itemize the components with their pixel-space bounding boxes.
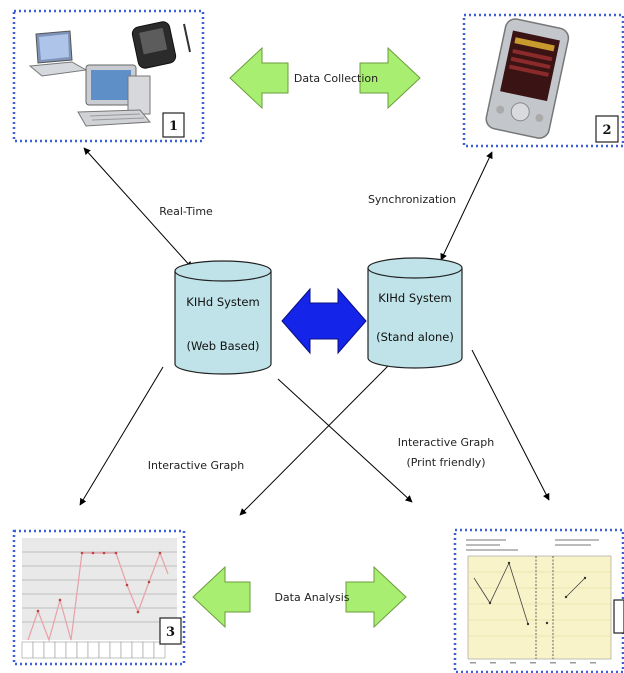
pocket-pc-icon <box>485 18 570 139</box>
data-collection-label: Data Collection <box>294 72 378 85</box>
web-cylinder-title: KIHd System <box>186 295 259 309</box>
data-analysis-arrows: Data Analysis <box>192 565 407 629</box>
standalone-to-graph-connector <box>239 365 389 516</box>
box-number-3: 3 <box>166 625 175 640</box>
standalone-to-print-connector <box>471 349 550 501</box>
kihd-web-cylinder: KIHd System (Web Based) <box>174 260 272 375</box>
connectors <box>79 147 550 516</box>
desktop-computer-icon <box>77 64 152 127</box>
synchronization-label: Synchronization <box>368 193 456 206</box>
print-graph-line-1 <box>473 561 529 625</box>
pda-icon <box>131 21 191 69</box>
box-number-1: 1 <box>169 119 178 134</box>
green-left-arrow <box>229 46 289 110</box>
standalone-cylinder-title: KIHd System <box>378 291 451 305</box>
real-time-label: Real-Time <box>159 205 213 218</box>
devices-box: 1 <box>12 9 205 143</box>
web-cylinder-subtitle: (Web Based) <box>186 339 259 353</box>
graph-points <box>36 551 162 614</box>
interactive-graph-box: 3 <box>12 529 186 666</box>
green-right-arrow <box>345 565 407 629</box>
interactive-graph-left-label: Interactive Graph <box>148 459 245 472</box>
box-number-frame <box>613 599 624 634</box>
pocket-pc-box: 2 <box>462 13 624 148</box>
box-number-frame <box>162 112 185 138</box>
blue-double-arrow <box>281 287 367 355</box>
web-to-graph-connector <box>79 366 164 506</box>
box-number-frame <box>595 115 619 143</box>
web-to-print-connector <box>277 378 413 503</box>
box-number-2: 2 <box>602 123 611 138</box>
laptop-icon <box>28 30 88 77</box>
box-number-frame <box>159 617 182 645</box>
data-analysis-label: Data Analysis <box>274 591 349 604</box>
print-friendly-graph-box <box>453 528 624 673</box>
print-graph-line-2 <box>565 577 586 598</box>
kihd-standalone-cylinder: KIHd System (Stand alone) <box>367 257 463 369</box>
graph-line <box>27 551 169 642</box>
green-right-arrow <box>359 46 421 110</box>
print-friendly-label: (Print friendly) <box>406 456 485 469</box>
data-collection-arrows: Data Collection <box>229 46 421 110</box>
synchronization-connector <box>440 151 493 261</box>
green-left-arrow <box>192 565 251 629</box>
report-header <box>466 539 599 551</box>
real-time-connector <box>83 147 193 269</box>
standalone-cylinder-subtitle: (Stand alone) <box>376 330 454 344</box>
interactive-graph-right-label: Interactive Graph <box>398 436 495 449</box>
